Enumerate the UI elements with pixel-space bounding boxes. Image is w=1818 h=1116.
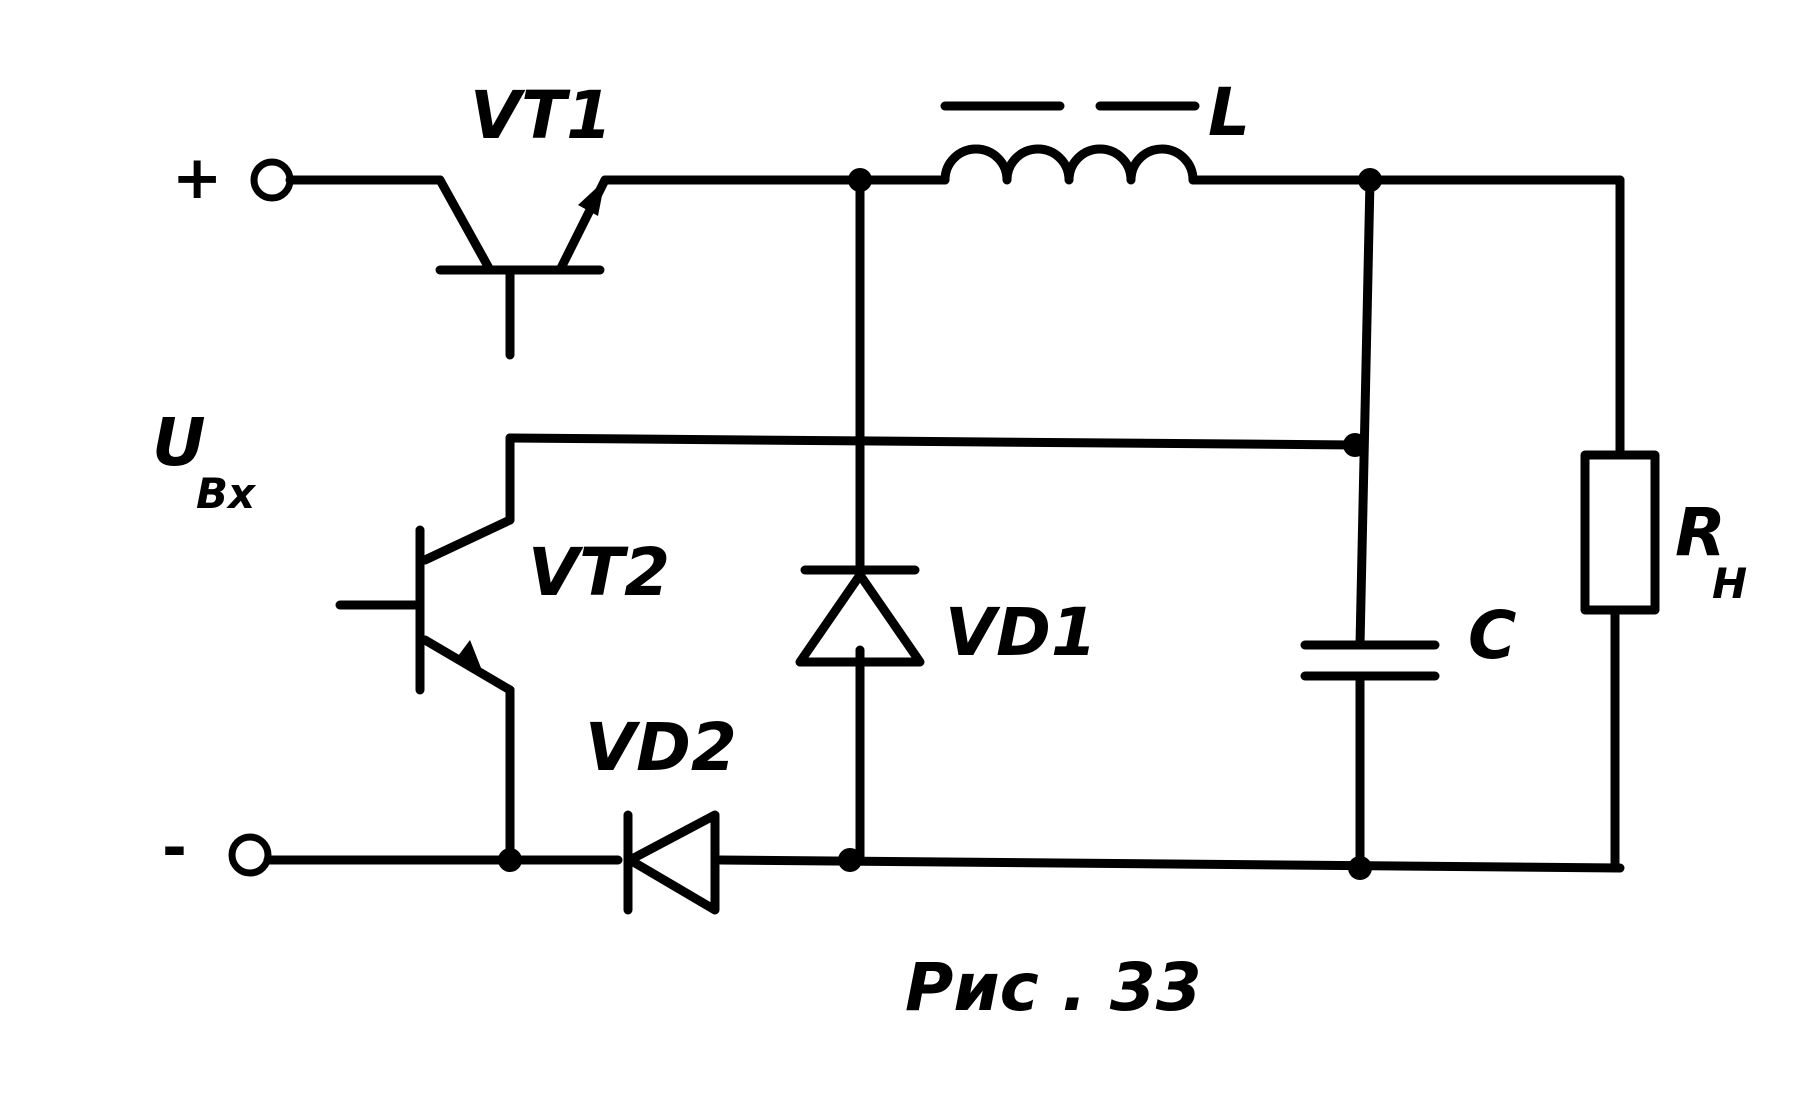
vt1-label: VT1 bbox=[470, 77, 612, 154]
wire-middle-rail bbox=[505, 433, 1360, 450]
transistor-vt1: VT1 bbox=[285, 77, 865, 360]
figure-caption: Рис . 33 bbox=[905, 949, 1202, 1026]
load-label-main: R bbox=[1675, 494, 1726, 571]
diode-vd2: VD2 bbox=[585, 709, 737, 915]
junction-dots bbox=[498, 168, 1382, 880]
capacitor-c: C bbox=[1300, 175, 1516, 873]
transistor-vt2: VT2 bbox=[335, 433, 670, 870]
capacitor-label: C bbox=[1468, 597, 1516, 674]
input-voltage-sub: Bx bbox=[196, 469, 257, 518]
terminal-plus-label: + bbox=[172, 143, 222, 213]
junction-dot bbox=[1358, 168, 1382, 192]
terminal-minus-label: - bbox=[162, 813, 187, 883]
vt2-label: VT2 bbox=[528, 534, 670, 611]
junction-dot bbox=[838, 848, 862, 872]
input-voltage-label: U Bx bbox=[152, 404, 257, 518]
junction-dot bbox=[1348, 856, 1372, 880]
input-voltage-main: U bbox=[152, 404, 206, 481]
terminal-plus: + bbox=[172, 143, 294, 213]
junction-dot bbox=[498, 848, 522, 872]
wire-bottom-right bbox=[715, 855, 1625, 873]
vd2-label: VD2 bbox=[585, 709, 737, 786]
terminal-minus: - bbox=[162, 813, 272, 883]
diode-vd1: VD1 bbox=[795, 565, 1097, 671]
load-label-sub: H bbox=[1712, 559, 1747, 608]
resistor-rh: R H bbox=[1580, 175, 1747, 873]
junction-dot bbox=[1343, 433, 1367, 457]
inductor-l: L bbox=[940, 74, 1250, 185]
junction-dot bbox=[848, 168, 872, 192]
inductor-label: L bbox=[1208, 74, 1250, 151]
vd1-label: VD1 bbox=[945, 594, 1097, 671]
